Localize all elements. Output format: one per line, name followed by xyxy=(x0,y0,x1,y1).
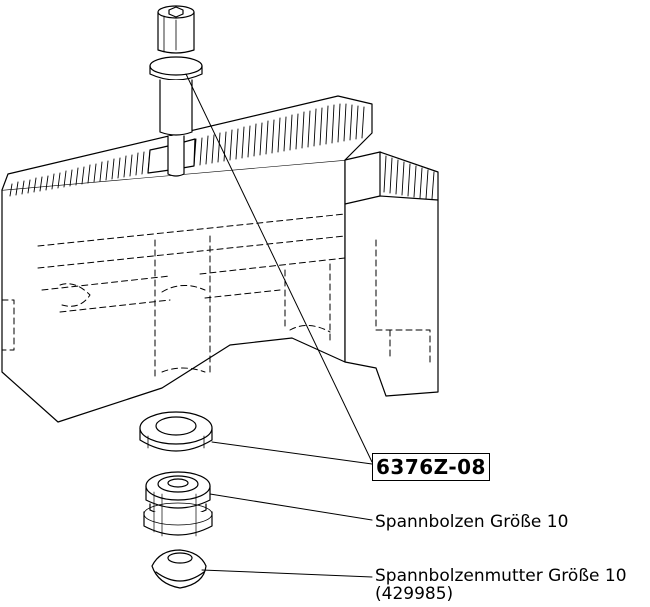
clamping-nut-code: (429985) xyxy=(375,584,454,604)
clamping-nut-label: Spannbolzenmutter Größe 10 xyxy=(375,566,627,586)
clamping-bolt xyxy=(149,5,203,177)
clamping-bolt-label: Spannbolzen Größe 10 xyxy=(375,512,569,532)
part-number-label: 6376Z-08 xyxy=(372,453,490,481)
ring-washer xyxy=(139,411,213,452)
hidden-lines xyxy=(1,213,431,381)
serration-teeth xyxy=(9,103,435,200)
spannbolzen-part xyxy=(143,471,213,537)
spannbolzenmutter-part xyxy=(151,549,207,589)
leader-lines xyxy=(185,73,373,578)
